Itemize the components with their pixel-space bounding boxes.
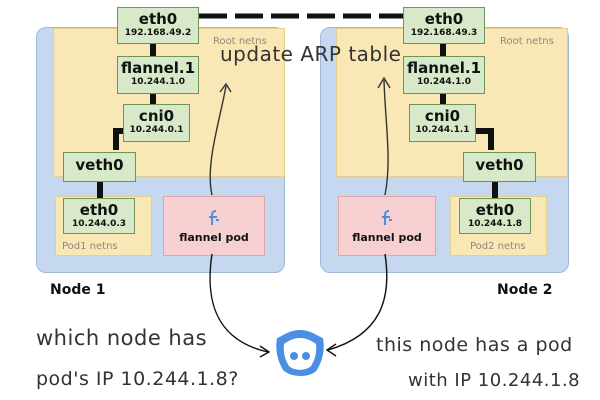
node1-cni0: cni0 10.244.0.1 — [123, 104, 190, 142]
node2-link-cni-veth — [488, 128, 494, 150]
node1-label: Node 1 — [50, 282, 106, 298]
arp-arrow-node1 — [209, 85, 227, 196]
question-line1: which node has — [36, 326, 208, 350]
node1-eth0-ip: 192.168.49.2 — [124, 28, 192, 38]
update-arp-annotation: update ARP table — [220, 42, 402, 66]
node1-link-cni-veth — [113, 128, 119, 150]
node2-root-netns-label: Root netns — [500, 36, 554, 47]
node1-link-veth-eth0 — [97, 182, 103, 198]
node2-link-flannel-cni — [440, 94, 446, 104]
arp-arrow-node2-head — [377, 76, 391, 89]
answer-line2: with IP 10.244.1.8 — [408, 370, 581, 391]
node2-cni0-ip: 10.244.1.1 — [415, 125, 470, 135]
node2-flannel-pod-label: flannel pod — [352, 231, 422, 244]
query-arrow-node1-head — [259, 345, 271, 358]
query-arrow-node1 — [209, 253, 269, 353]
node1-link-flannel-cni — [150, 94, 156, 104]
node2-cni0: cni0 10.244.1.1 — [409, 104, 476, 142]
query-arrow-node2 — [327, 253, 388, 351]
arp-arrow-node1-head — [219, 82, 232, 93]
node2-label: Node 2 — [497, 282, 553, 298]
node2-link-eth0-flannel — [440, 43, 446, 57]
node1-cni0-ip: 10.244.0.1 — [129, 125, 184, 135]
node1-cni0-name: cni0 — [138, 107, 175, 125]
node1-link-eth0-flannel — [150, 43, 156, 57]
flannel-icon — [382, 210, 392, 225]
node2-link-veth-eth0 — [492, 182, 498, 198]
node2-pod-eth0-ip: 10.244.1.8 — [467, 219, 523, 229]
node1-pod-eth0-name: eth0 — [79, 201, 119, 219]
etcd-icon — [276, 330, 324, 376]
node1-pod-eth0-ip: 10.244.0.3 — [71, 219, 127, 229]
node2-cni0-name: cni0 — [424, 107, 461, 125]
node2-flannel-name: flannel.1 — [406, 59, 482, 77]
node2-veth0-name: veth0 — [475, 156, 524, 174]
node2-pod-eth0-name: eth0 — [475, 201, 515, 219]
node1-eth0: eth0 192.168.49.2 — [117, 7, 199, 44]
node2-link-cni-veth-h — [476, 128, 490, 134]
answer-line1: this node has a pod — [376, 334, 573, 356]
node1-flannel-name: flannel.1 — [120, 59, 196, 77]
node2-veth0: veth0 — [463, 152, 536, 182]
node1-flannel-pod: flannel pod — [163, 196, 265, 256]
node2-eth0: eth0 192.168.49.3 — [403, 7, 485, 44]
node1-link-cni-veth-h — [113, 128, 125, 134]
flannel-icon — [209, 210, 219, 225]
node2-flannel-ip: 10.244.1.0 — [416, 77, 472, 87]
question-line2: pod's IP 10.244.1.8? — [36, 368, 239, 390]
node1-eth0-name: eth0 — [138, 10, 178, 28]
arp-arrow-node2 — [383, 79, 389, 196]
node2-eth0-name: eth0 — [424, 10, 464, 28]
node1-flannel-pod-label: flannel pod — [179, 231, 249, 244]
node2-pod-netns-label: Pod2 netns — [470, 241, 526, 252]
node1-veth0-name: veth0 — [75, 156, 124, 174]
query-arrow-node2-head — [325, 343, 337, 357]
node1-flannel-interface: flannel.1 10.244.1.0 — [117, 56, 199, 94]
node1-pod-netns-label: Pod1 netns — [62, 241, 118, 252]
node1-root-netns-label: Root netns — [213, 36, 267, 47]
node1-veth0: veth0 — [63, 152, 136, 182]
node2-eth0-ip: 192.168.49.3 — [410, 28, 478, 38]
node1-flannel-ip: 10.244.1.0 — [130, 77, 186, 87]
node1-pod-eth0: eth0 10.244.0.3 — [63, 198, 135, 234]
node2-flannel-interface: flannel.1 10.244.1.0 — [403, 56, 485, 94]
node2-pod-eth0: eth0 10.244.1.8 — [459, 198, 531, 234]
node2-flannel-pod: flannel pod — [338, 196, 436, 256]
